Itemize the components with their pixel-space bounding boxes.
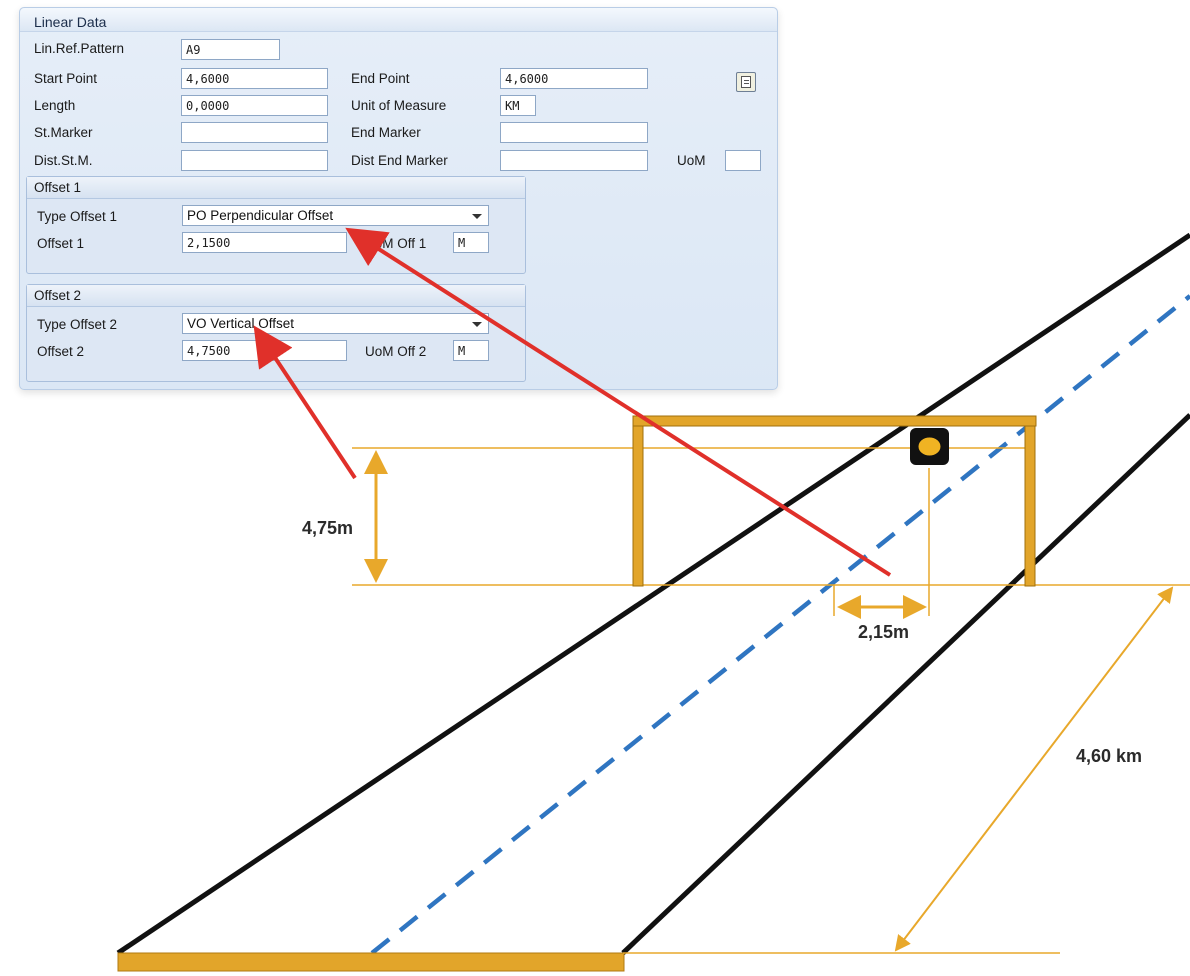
gantry-right-post <box>1024 425 1036 587</box>
uom-label: UoM <box>677 153 706 168</box>
uom-off-1-field[interactable]: M <box>453 232 489 253</box>
length-field[interactable]: 0,0000 <box>181 95 328 116</box>
offset-dimension-label: 2,15m <box>858 622 910 642</box>
panel-header <box>20 8 777 32</box>
uom-off-2-field[interactable]: M <box>453 340 489 361</box>
road-left-edge <box>116 232 1190 956</box>
type-offset-1-label: Type Offset 1 <box>37 209 118 224</box>
height-dimension-label: 4,75m <box>302 518 354 538</box>
callout-arrow-offset-1 <box>345 227 892 577</box>
road-centerline <box>370 294 1190 955</box>
lin-ref-pattern-label: Lin.Ref.Pattern <box>34 41 125 56</box>
gantry-beam <box>632 415 1037 427</box>
offset-1-group: Offset 1 Type Offset 1 PO Perpendicular … <box>26 176 526 274</box>
distance-dimension-arrow <box>894 586 1174 952</box>
document-icon[interactable] <box>736 72 756 92</box>
gantry-left-post <box>632 425 644 587</box>
panel-title: Linear Data <box>34 14 107 30</box>
length-label: Length <box>34 98 76 113</box>
end-marker-field[interactable] <box>500 122 648 143</box>
st-marker-label: St.Marker <box>34 125 93 140</box>
linear-data-panel: Linear Data Lin.Ref.Pattern A9 Start Poi… <box>19 7 778 390</box>
uom-off-2-label: UoM Off 2 <box>365 344 427 359</box>
dist-end-marker-field[interactable] <box>500 150 648 171</box>
offset-2-label: Offset 2 <box>37 344 85 359</box>
start-point-label: Start Point <box>34 71 98 86</box>
offset-1-label: Offset 1 <box>37 236 85 251</box>
signal-light-icon <box>918 437 941 456</box>
end-marker-label: End Marker <box>351 125 421 140</box>
distance-dimension-label: 4,60 km <box>1076 746 1143 766</box>
type-offset-1-value: PO Perpendicular Offset <box>187 208 334 223</box>
unit-of-measure-label: Unit of Measure <box>351 98 447 113</box>
offset-1-header <box>27 177 525 199</box>
offset-2-group: Offset 2 Type Offset 2 VO Vertical Offse… <box>26 284 526 382</box>
start-point-field[interactable]: 4,6000 <box>181 68 328 89</box>
uom-field[interactable] <box>725 150 761 171</box>
offset-2-header <box>27 285 525 307</box>
unit-of-measure-field[interactable]: KM <box>500 95 536 116</box>
chevron-down-icon <box>472 322 482 327</box>
dist-end-marker-label: Dist End Marker <box>351 153 448 168</box>
callout-arrow-offset-2 <box>253 325 357 480</box>
type-offset-2-label: Type Offset 2 <box>37 317 118 332</box>
offset-1-title: Offset 1 <box>34 180 82 195</box>
offset-1-field[interactable]: 2,1500 <box>182 232 347 253</box>
end-point-label: End Point <box>351 71 410 86</box>
offset-2-title: Offset 2 <box>34 288 82 303</box>
dist-st-m-field[interactable] <box>181 150 328 171</box>
dist-st-m-label: Dist.St.M. <box>34 153 93 168</box>
lin-ref-pattern-field[interactable]: A9 <box>181 39 280 60</box>
road-right-edge <box>621 413 1190 955</box>
end-point-field[interactable]: 4,6000 <box>500 68 648 89</box>
type-offset-1-dropdown[interactable]: PO Perpendicular Offset <box>182 205 489 226</box>
st-marker-field[interactable] <box>181 122 328 143</box>
chevron-down-icon <box>472 214 482 219</box>
road-start-bar <box>117 952 625 972</box>
